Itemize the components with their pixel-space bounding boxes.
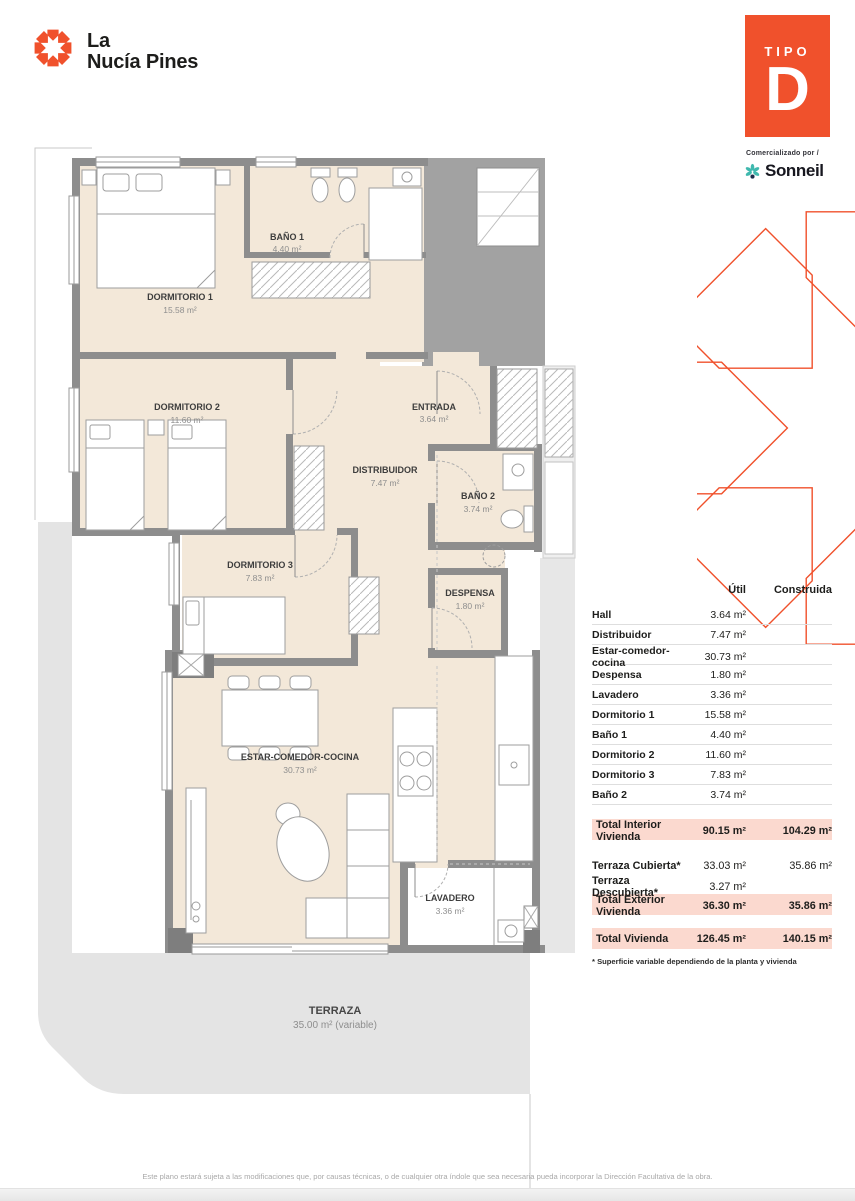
sonneil-flower-icon (745, 163, 760, 179)
col-header-util: Útil (728, 584, 746, 596)
marketer-prefix: Comercializado por / (746, 150, 819, 157)
room-label-terraza: TERRAZA (309, 1005, 362, 1017)
room-area-dormitorio3: 7.83 m² (246, 573, 275, 583)
terraza-descubierta-row: Terraza Descubierta* 3.27 m² (592, 875, 746, 899)
room-area-dormitorio1: 15.58 m² (163, 305, 197, 315)
tipo-letter: D (765, 55, 810, 124)
terraza-cubierta-row: Terraza Cubierta* 33.03 m² 35.86 m² (592, 859, 832, 872)
sonneil-logo: Sonneil (744, 161, 824, 181)
room-area-dormitorio2: 11.60 m² (171, 415, 204, 425)
table-header: Útil Construida (592, 584, 832, 605)
wardrobes (251, 261, 538, 635)
room-area-estar: 30.73 m² (283, 765, 317, 775)
table-footnote: * Superficie variable dependiendo de la … (592, 957, 797, 966)
total-exterior-row: Total Exterior Vivienda 36.30 m² 35.86 m… (592, 894, 832, 918)
room-label-dormitorio3: DORMITORIO 3 (227, 560, 293, 570)
room-area-entrada: 3.64 m² (420, 414, 449, 424)
room-label-dormitorio1: DORMITORIO 1 (147, 292, 213, 302)
room-label-lavadero: LAVADERO (425, 893, 474, 903)
room-label-distribuidor: DISTRIBUIDOR (353, 465, 419, 475)
room-area-bano1: 4.40 m² (273, 244, 302, 254)
total-vivienda-row: Total Vivienda 126.45 m² 140.15 m² (592, 928, 832, 949)
room-label-dormitorio2: DORMITORIO 2 (154, 402, 220, 412)
room-label-bano1: BAÑO 1 (270, 232, 304, 242)
doors (292, 223, 530, 898)
common-areas (422, 158, 576, 559)
sonneil-wordmark: Sonneil (765, 161, 824, 180)
room-area-distribuidor: 7.47 m² (371, 478, 400, 488)
room-label-entrada: ENTRADA (412, 402, 456, 412)
room-label-estar: ESTAR-COMEDOR-COCINA (241, 752, 360, 762)
bottom-bar (0, 1188, 855, 1201)
terrace (38, 522, 530, 1094)
brand-name: La Nucía Pines (87, 31, 198, 73)
furniture (81, 167, 534, 945)
col-header-construida: Construida (773, 584, 832, 596)
room-area-bano2: 3.74 m² (464, 504, 493, 514)
side-terrace (540, 558, 575, 953)
tipo-badge: TIPO D (745, 15, 830, 137)
grilles (177, 653, 539, 929)
building-outline (34, 147, 531, 1195)
brand-line2: Nucía Pines (87, 51, 199, 73)
brand-line1: La (87, 30, 110, 52)
windows (68, 156, 389, 955)
tipo-label: TIPO (764, 44, 811, 59)
total-interior-row: Total Interior Vivienda 90.15 m² 104.29 … (592, 819, 832, 843)
room-labels: BAÑO 1 4.40 m² DORMITORIO 1 15.58 m² DOR… (147, 232, 495, 1031)
room-label-despensa: DESPENSA (445, 588, 495, 598)
footer-disclaimer: Este plano estará sujeta a las modificac… (142, 1172, 713, 1181)
room-area-lavadero: 3.36 m² (436, 906, 465, 916)
entry-gap (433, 352, 479, 368)
room-area-terraza: 35.00 m² (variable) (293, 1020, 377, 1031)
room-area-despensa: 1.80 m² (456, 601, 485, 611)
room-label-bano2: BAÑO 2 (461, 491, 495, 501)
